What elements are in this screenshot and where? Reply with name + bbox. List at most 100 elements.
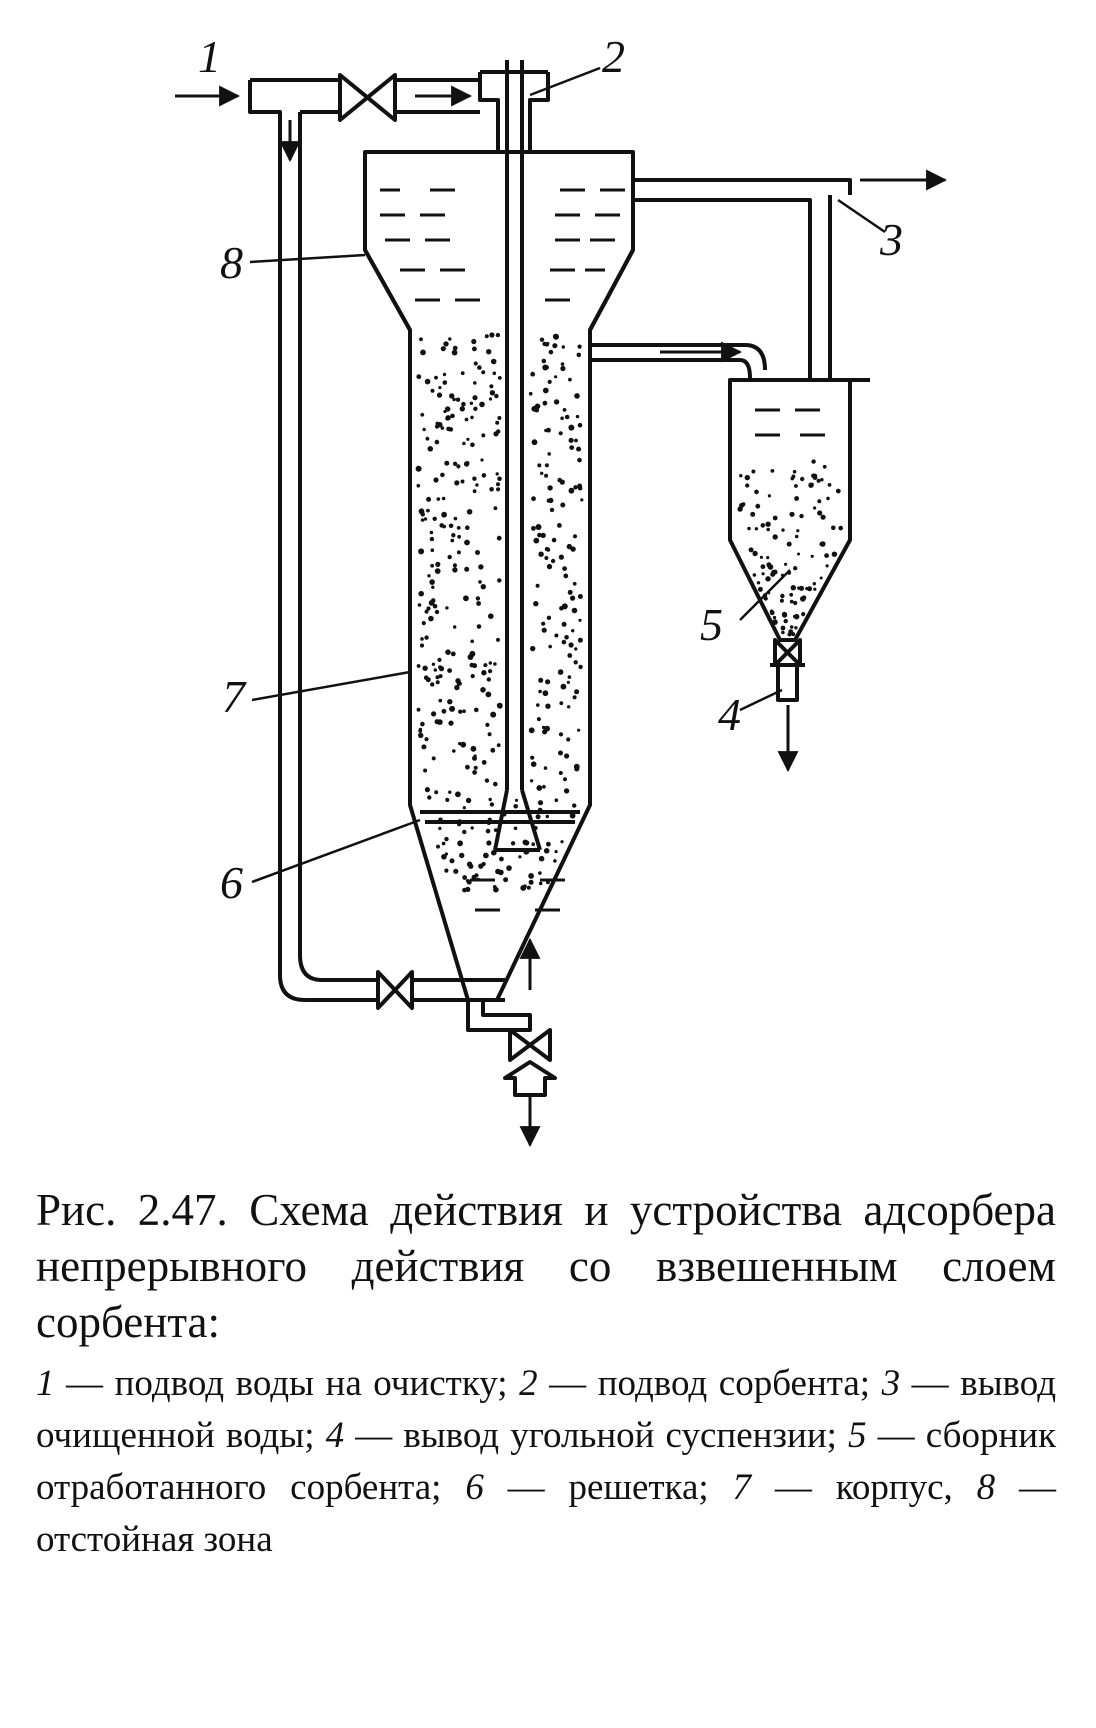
particle — [545, 703, 551, 709]
legend-number: 8 — [976, 1467, 996, 1508]
particle — [564, 414, 570, 420]
particle — [547, 379, 552, 384]
particle — [558, 554, 565, 560]
particle — [480, 687, 486, 693]
particle — [454, 684, 460, 691]
particle — [441, 708, 447, 714]
particle — [493, 781, 498, 787]
particle — [474, 707, 479, 713]
particle — [533, 826, 538, 830]
particle — [514, 798, 519, 802]
particle — [800, 476, 805, 482]
particle — [807, 586, 813, 592]
particle — [792, 469, 797, 474]
particle — [546, 841, 551, 847]
particle — [766, 562, 772, 568]
particle — [464, 539, 470, 546]
particle — [817, 499, 822, 504]
particle — [489, 802, 495, 807]
particle — [434, 790, 439, 795]
bottom-pipe — [412, 978, 505, 1002]
particle — [420, 721, 425, 727]
particle — [455, 791, 461, 798]
particle — [416, 664, 421, 668]
particle — [432, 603, 438, 609]
particle — [530, 371, 536, 377]
particle — [488, 661, 492, 665]
legend-text: подвод сорбента; — [597, 1363, 871, 1404]
grid — [420, 810, 580, 824]
particle — [838, 525, 843, 531]
particle — [431, 585, 435, 589]
legend-number: 5 — [848, 1415, 867, 1456]
particle — [549, 507, 555, 513]
particle — [577, 728, 581, 732]
label-6: 6 — [220, 857, 243, 908]
particle — [438, 665, 443, 670]
particle — [791, 632, 796, 637]
particle — [488, 613, 494, 619]
particle — [800, 596, 806, 602]
particle — [789, 599, 794, 604]
particle — [455, 678, 461, 684]
particle — [460, 741, 467, 748]
particle — [448, 790, 452, 794]
particle — [822, 464, 827, 469]
particle — [422, 665, 428, 671]
particle — [485, 828, 491, 834]
label-3: 3 — [879, 214, 903, 265]
particle — [453, 625, 457, 629]
particle — [473, 361, 478, 366]
inlet-pipe-inner — [250, 78, 480, 982]
particle — [429, 536, 435, 542]
particle — [496, 535, 502, 541]
particle — [567, 589, 573, 595]
particle — [780, 625, 786, 631]
particle — [473, 381, 477, 385]
particle — [475, 596, 481, 601]
particle — [787, 632, 792, 637]
particle — [451, 349, 458, 356]
particle — [426, 496, 432, 502]
particle — [452, 749, 456, 753]
particle — [554, 375, 558, 379]
particle — [578, 664, 583, 670]
particle — [486, 677, 491, 682]
particle — [488, 397, 493, 401]
particle — [754, 527, 759, 531]
particle — [752, 573, 757, 577]
particle — [463, 595, 469, 602]
particle — [483, 852, 489, 859]
particle — [457, 840, 463, 847]
particle — [444, 836, 449, 842]
particle — [486, 840, 492, 846]
particle — [759, 555, 764, 559]
particle — [772, 515, 778, 521]
particle — [531, 439, 538, 446]
particle — [575, 414, 580, 419]
particle — [469, 662, 475, 668]
particle — [577, 594, 583, 599]
particle — [472, 346, 477, 352]
particle — [561, 621, 567, 627]
settling-zone-boundary — [363, 249, 635, 331]
particle — [458, 709, 463, 714]
particle — [574, 438, 578, 443]
particle — [446, 426, 451, 432]
particle — [447, 668, 452, 673]
particle — [542, 400, 548, 406]
particle — [490, 358, 497, 365]
particle — [441, 854, 447, 860]
particle — [416, 483, 421, 488]
particle — [459, 852, 465, 859]
particle — [423, 675, 429, 680]
legend-text: сборник отработанного сорбента; — [36, 1415, 1057, 1508]
particle — [541, 725, 546, 730]
discharge-head — [503, 1060, 557, 1097]
particle — [566, 680, 571, 685]
particle — [452, 461, 458, 466]
particle — [449, 858, 455, 864]
particle — [465, 886, 471, 893]
particle — [560, 416, 564, 421]
particle — [772, 615, 777, 620]
